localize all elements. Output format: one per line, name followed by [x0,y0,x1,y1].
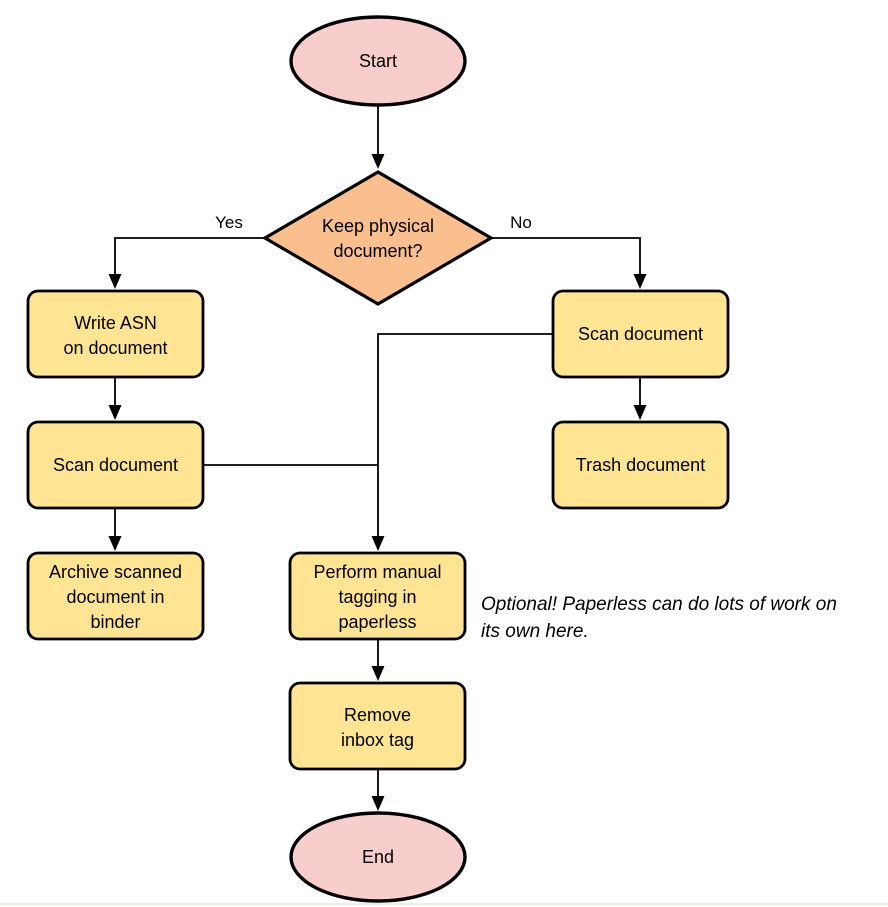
end-ellipse [289,811,467,903]
annotation-note: Optional! Paperless can do lots of work … [481,594,837,642]
node-remove-inbox: Remove inbox tag [288,681,467,771]
archive-label-line1: Archive scanned [49,562,182,582]
decision-label-line1: Keep physical [322,216,434,236]
remove-inbox-label-line1: Remove [344,705,411,725]
scan-right-label: Scan document [578,324,703,344]
decision-label-line2: document? [333,241,422,261]
remove-inbox-label-line2: inbox tag [341,730,414,750]
node-decision: Keep physical document? [261,170,495,306]
start-label: Start [359,51,397,71]
tagging-label-line2: tagging in [338,587,416,607]
decision-diamond [261,170,495,306]
annotation-line2: its own here. [481,621,589,642]
node-scan-right: Scan document [551,289,730,379]
edge-label-no: No [510,213,532,232]
archive-label-line2: document in [66,587,164,607]
edge-decision-no-to-scan-right [491,237,647,289]
write-asn-label-line1: Write ASN [74,313,157,333]
edge-decision-yes-to-write-asn [108,237,265,289]
scan-left-label: Scan document [53,455,178,475]
tagging-label-line1: Perform manual [313,562,441,582]
node-trash: Trash document [551,420,730,510]
trash-box [551,420,730,510]
scan-left-box [26,420,205,510]
bottom-divider [0,903,888,905]
tagging-box [288,551,467,641]
node-end: End [289,811,467,903]
trash-label: Trash document [576,455,705,475]
end-label: End [362,847,394,867]
archive-box [26,551,205,641]
node-write-asn: Write ASN on document [26,289,205,379]
edges [108,105,647,811]
node-scan-left: Scan document [26,420,205,510]
write-asn-box [26,289,205,379]
archive-label-line3: binder [90,612,140,632]
node-start: Start [289,15,467,107]
annotation-line1: Optional! Paperless can do lots of work … [481,594,837,615]
write-asn-label-line2: on document [63,338,167,358]
scan-right-box [551,289,730,379]
node-tagging: Perform manual tagging in paperless [288,551,467,641]
node-archive: Archive scanned document in binder [26,551,205,641]
edge-label-yes: Yes [215,213,243,232]
edge-scan-right-to-tagging [371,333,553,551]
start-ellipse [289,15,467,107]
tagging-label-line3: paperless [338,612,416,632]
remove-inbox-box [288,681,467,771]
